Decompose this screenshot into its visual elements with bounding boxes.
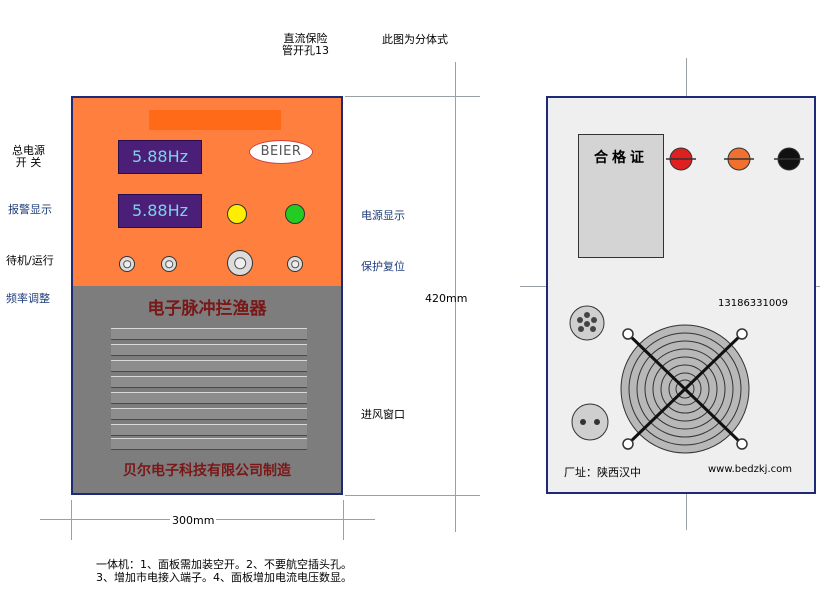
fuse-note-line1: 直流保险 [283,32,328,45]
vent-louver [111,438,307,450]
width-dimension-label: 300mm [170,514,217,527]
vent-louver [111,392,307,404]
terminal-post-orange[interactable] [724,144,754,174]
protect-reset-button[interactable] [287,256,303,272]
height-top-extension [345,96,480,97]
height-bottom-extension [345,495,480,496]
back-panel: 合格证 13186331009 [546,96,816,494]
aviation-connector [569,305,605,341]
website-url: www.bedzkj.com [708,464,792,475]
split-note: 此图为分体式 [382,33,448,46]
nameplate-strip [149,110,281,130]
frequency-display-1: 5.88Hz [118,140,202,174]
fuse-note: 直流保险 管开孔13 [282,33,329,57]
product-title: 电子脉冲拦渔器 [147,299,267,319]
power-switch-label-line1: 总电源 [12,144,45,157]
footer-note-line2: 3、增加市电接入端子。4、面板增加电流电压数显。 [96,571,352,584]
footer-notes: 一体机：1、面板需加装空开。2、不要航空插头孔。 3、增加市电接入端子。4、面板… [96,558,352,584]
footer-note-line1: 一体机：1、面板需加装空开。2、不要航空插头孔。 [96,558,352,571]
standby-run-label: 待机/运行 [6,254,54,267]
freq-adjust-knob[interactable] [161,256,177,272]
fan-guard-icon [620,324,750,454]
freq-adjust-label: 频率调整 [6,292,50,305]
vent-louver [111,328,307,340]
power-lamp-green [285,204,305,224]
protect-reset-label: 保护复位 [361,260,405,273]
vent-louver [111,424,307,436]
front-control-area: 5.88Hz BEIER 5.88Hz [73,98,341,286]
standby-run-switch[interactable] [119,256,135,272]
power-switch-label: 总电源 开 关 [12,145,45,169]
vent-louver [111,344,307,356]
phone-number: 13186331009 [718,298,788,309]
vent-louver [111,360,307,372]
height-dimension-line [455,62,456,532]
terminal-post-black[interactable] [774,144,804,174]
air-vent [111,326,307,450]
power-display-label: 电源显示 [361,209,405,222]
power-switch-label-line2: 开 关 [15,156,42,169]
power-switch-knob[interactable] [227,250,253,276]
terminal-post-red[interactable] [666,144,696,174]
width-left-extension [71,500,72,540]
alarm-lamp-yellow [227,204,247,224]
factory-address: 厂址：陕西汉中 [564,466,641,479]
manufacturer-label: 贝尔电子科技有限公司制造 [123,463,291,479]
power-socket [571,403,609,441]
air-inlet-label: 进风窗口 [361,408,405,421]
fuse-note-line2: 管开孔13 [282,44,329,57]
vent-louver [111,408,307,420]
height-dimension-label: 420mm [425,292,468,305]
alarm-display-label: 报警显示 [8,203,52,216]
beier-logo: BEIER [249,140,313,164]
vent-louver [111,376,307,388]
width-right-extension [343,500,344,540]
certificate-label: 合格证 [578,134,664,258]
front-panel: 5.88Hz BEIER 5.88Hz 电子脉冲拦渔器 贝尔电子科技有限公司制造 [71,96,343,495]
frequency-display-2: 5.88Hz [118,194,202,228]
